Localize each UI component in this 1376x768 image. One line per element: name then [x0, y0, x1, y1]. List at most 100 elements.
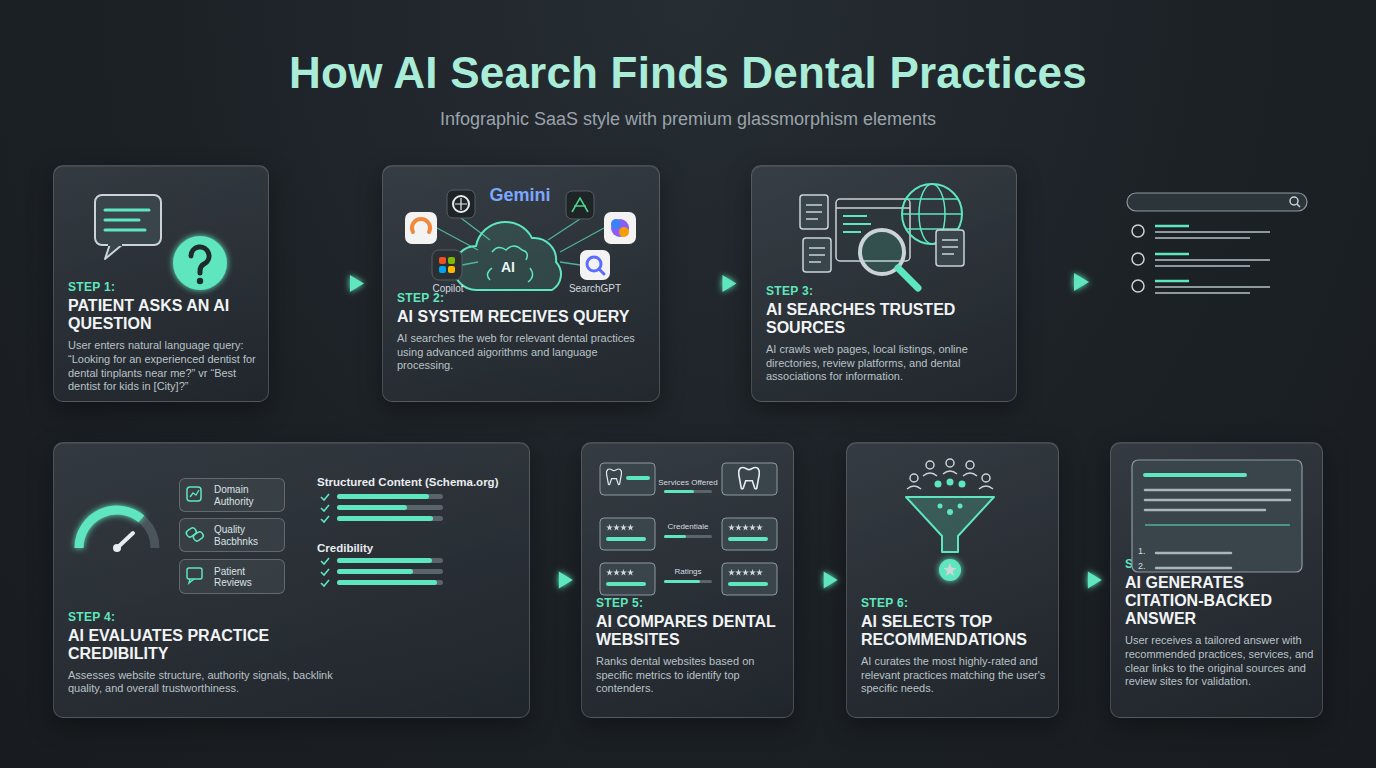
step-description: AI crawls web pages, local listings, onl…: [766, 343, 1006, 384]
chip-label: Patient Reviews: [214, 565, 282, 588]
selection-funnel-part: [935, 481, 942, 488]
selection-funnel-part: [939, 559, 961, 581]
search-results-icon-part: [1155, 232, 1270, 238]
arrow-line: [538, 578, 561, 582]
answer-document-part: [1145, 490, 1290, 510]
search-sources-icon-part: [942, 240, 958, 254]
credibility-gauge-part: [337, 569, 443, 574]
comparison-grid-part: [756, 569, 763, 576]
comparison-grid-part: [664, 490, 712, 493]
step-card: STEP 7:AI GENERATES CITATION-BACKED ANSW…: [1110, 442, 1323, 718]
comparison-grid-part: [756, 524, 763, 531]
arrow-line: [802, 578, 825, 582]
step-description: User receives a tailored answer with rec…: [1125, 634, 1315, 689]
selection-funnel-part: [958, 504, 963, 509]
search-sources-icon-part: [836, 207, 910, 209]
comparison-grid-part: [620, 569, 627, 576]
comparison-grid-part: [613, 524, 620, 531]
search-sources-icon-part: [902, 184, 962, 244]
chat-icon-part: [105, 210, 149, 230]
search-results-icon-part: [1132, 253, 1144, 265]
step-description: AI curates the most highly-rated and rel…: [861, 655, 1051, 696]
credibility-gauge-part: [337, 516, 443, 521]
credibility-gauge-part: [190, 490, 199, 497]
search-results-icon-part: [1040, 280, 1076, 284]
ai-cloud-icon-part: [439, 257, 446, 264]
text-group: STEP 3:AI SEARCHES TRUSTED SOURCESAI cra…: [766, 284, 1006, 384]
step-card: STEP 6:AI SELECTS TOP RECOMMENDATIONSAI …: [846, 442, 1059, 718]
credibility-gauge-part: [337, 558, 432, 563]
search-results-icon-part: [1132, 280, 1144, 292]
text-group: STEP 7:AI GENERATES CITATION-BACKED ANSW…: [1125, 557, 1315, 689]
ai-cloud-icon-part: [587, 257, 601, 271]
step-description: User enters natural language query: “Loo…: [68, 339, 264, 394]
search-sources-icon-part: [836, 199, 910, 261]
comparison-grid-part: [620, 524, 627, 531]
diagram-title: How AI Search Finds Dental Practices: [0, 48, 1376, 98]
ai-cloud-icon-part: [453, 196, 469, 212]
ai-cloud-icon-part: [448, 257, 455, 264]
text-group: STEP 4:AI EVALUATES PRACTICE CREDIBILITY…: [68, 610, 368, 696]
ai-cloud-icon-part: [455, 198, 467, 210]
credibility-gauge-part: [321, 494, 329, 586]
credibility-gauge-part: [113, 544, 121, 552]
metric-chip: Domain Authority: [179, 478, 285, 512]
search-sources-icon-part: [860, 230, 904, 274]
comparison-grid-part: [722, 463, 777, 495]
search-results-icon: [1040, 193, 1307, 293]
ai-cloud-icon-part: [412, 219, 430, 232]
step-card: STEP 1:PATIENT ASKS AN AI QUESTIONUser e…: [53, 165, 269, 402]
search-results-icon-part: [1155, 253, 1189, 256]
text-group: STEP 1:PATIENT ASKS AN AI QUESTIONUser e…: [68, 280, 264, 394]
credibility-gauge-part: [337, 516, 433, 521]
flow-arrow: [675, 275, 737, 292]
selection-funnel-part-part: [910, 474, 918, 482]
chat-icon-part: [191, 247, 209, 273]
selection-funnel-part-part: [946, 459, 954, 467]
ai-cloud-icon-part: [447, 190, 475, 218]
answer-document-part: [1156, 553, 1231, 568]
flow-arrow: [802, 572, 837, 589]
comparison-grid-part: [728, 537, 768, 541]
comparison-grid-part: [664, 580, 712, 583]
comparison-grid-part: [664, 580, 700, 583]
step-card: STEP 4:AI EVALUATES PRACTICE CREDIBILITY…: [53, 442, 530, 718]
chip-label: Domain Authority: [214, 484, 282, 507]
chip-label: Quality Bacbhnks: [214, 524, 282, 547]
comparison-grid-part: [728, 582, 768, 586]
step-description: Ranks dental websites based on specific …: [596, 655, 786, 696]
comparison-grid-part: [613, 569, 620, 576]
arrow-head: [1088, 572, 1102, 589]
arrow-line: [1067, 578, 1090, 582]
credibility-gauge-part: [337, 494, 443, 499]
chat-icon-part: [108, 243, 122, 246]
search-results-icon-part: [1155, 225, 1189, 228]
ai-cloud-icon-part: [448, 266, 455, 273]
selection-funnel-part: [959, 481, 966, 488]
step-heading: AI EVALUATES PRACTICE CREDIBILITY: [68, 627, 368, 663]
selection-funnel-part-part: [966, 461, 974, 469]
text-group: STEP 5:AI COMPARES DENTAL WEBSITESRanks …: [596, 596, 786, 696]
credibility-gauge-part: [187, 568, 202, 579]
selection-funnel-part: [947, 479, 954, 486]
ai-cloud-icon: [405, 190, 636, 290]
ai-cloud-icon-part: [619, 227, 629, 237]
comparison-grid-part: [626, 476, 650, 480]
comparison-grid-part: [664, 490, 694, 493]
credibility-gauge-part: [337, 580, 443, 585]
credibility-gauge: [79, 487, 443, 586]
comparison-grid-part: [749, 569, 756, 576]
step-description: AI searches the web for relevant dental …: [397, 332, 647, 373]
step-heading: AI SEARCHES TRUSTED SOURCES: [766, 301, 1006, 337]
step-number: STEP 2:: [397, 291, 647, 305]
search-results-icon-part: [1155, 280, 1189, 283]
arrow-head: [559, 572, 573, 589]
comparison-grid-part: [627, 569, 634, 576]
comparison-grid-part: [600, 563, 655, 595]
metric-chip: Quality Bacbhnks: [179, 518, 285, 552]
step-card: STEP 5:AI COMPARES DENTAL WEBSITESRanks …: [581, 442, 794, 718]
selection-funnel-part: [943, 563, 956, 576]
selection-funnel-part: [947, 509, 953, 515]
comparison-grid-part: [606, 537, 646, 541]
ai-cloud-icon-part: [437, 218, 604, 265]
